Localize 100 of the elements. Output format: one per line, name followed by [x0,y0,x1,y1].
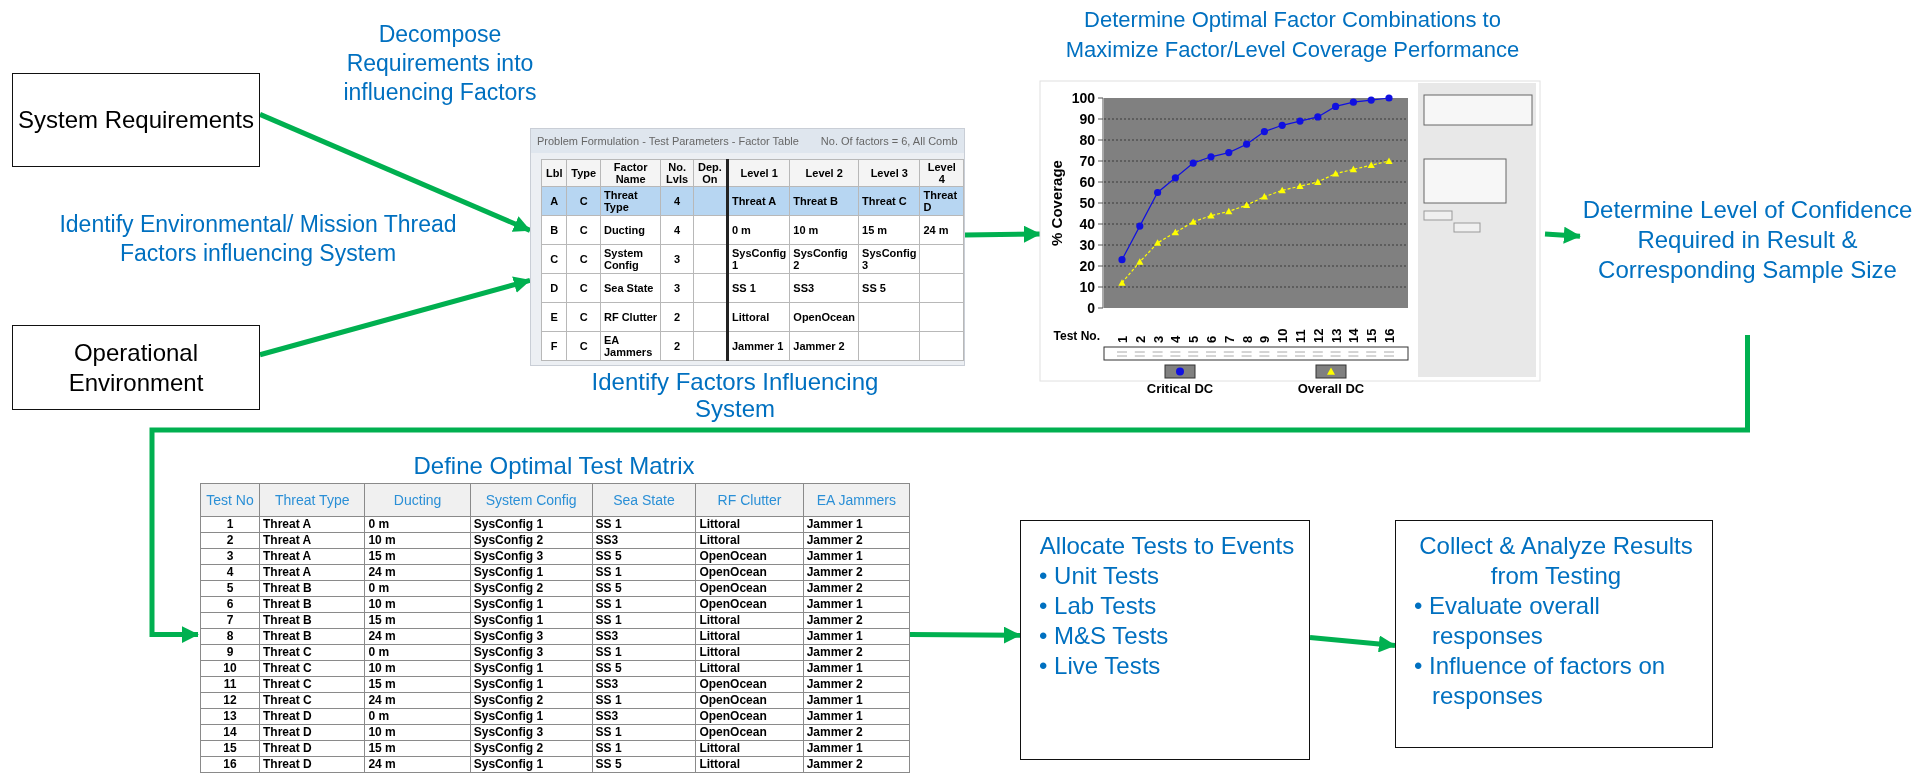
arrow [259,112,531,233]
table-cell: Jammer 2 [803,644,910,661]
point [1225,149,1233,157]
table-cell: 11 [200,676,260,693]
point [1349,165,1357,173]
tick-label: 1 [1115,335,1130,343]
table-cell: SysConfig 1 [470,612,593,629]
table-cell: Jammer 1 [803,692,910,709]
table-cell: SS 1 [592,644,696,661]
tick-label: 3 [1150,335,1166,343]
table-cell: SS 1 [592,692,696,709]
table-cell: 10 m [364,660,471,677]
table-cell: 5 [200,580,260,597]
table-cell: SS 1 [592,516,696,533]
table-cell: Jammer 2 [803,612,910,629]
table-cell: SS 5 [592,756,696,773]
arrow [910,626,1021,644]
table-cell: SS3 [592,628,696,645]
table-cell: C [541,244,567,274]
legend-label: Critical DC [1146,381,1214,396]
tick-label: 100 [1071,90,1095,106]
table-cell: SysConfig 3 [470,724,593,741]
list-item: • M&S Tests [1038,621,1170,651]
list-item: • Evaluate overall responses [1413,591,1601,651]
table-cell: OpenOcean [695,580,804,597]
table-cell: B [541,215,567,245]
table-cell: SysConfig 1 [727,244,790,274]
table-cell: Littoral [727,302,790,332]
table-cell: SS3 [592,532,696,549]
table-cell: Littoral [695,660,804,677]
tick-label: 9 [1257,335,1273,343]
table-cell: System Config [600,244,661,274]
column-header: System Config [470,483,593,517]
point [1154,239,1162,246]
table-cell: OpenOcean [789,302,859,332]
table-cell: 24 m [364,692,471,709]
column-header: Test No [200,483,260,517]
table-cell: 15 m [364,740,471,757]
table-cell: 16 [200,756,260,773]
table-cell: 1 [200,516,260,533]
table-cell: 10 m [789,215,859,245]
table-cell: Littoral [695,644,804,661]
table-cell: Threat D [259,740,365,757]
table-cell: 9 [200,644,260,661]
table-cell: Threat C [259,644,365,661]
table-cell: Threat D [259,708,365,725]
table-cell: Threat Type [600,186,661,216]
table-cell: 10 m [364,724,471,741]
tick-label: 14 [1346,328,1362,343]
arrow [964,225,1041,243]
table-cell: Jammer 1 [803,708,910,725]
tick-label: 0 [1087,300,1095,316]
table-cell: 12 [200,692,260,709]
table-cell: Jammer 2 [789,331,859,361]
table-cell: Littoral [695,740,804,757]
process-box [1020,520,1310,760]
tick-label: 12 [1310,328,1326,343]
arrow [1544,226,1581,244]
table-cell: SysConfig 2 [470,532,593,549]
table-cell: Threat A [259,516,365,533]
tick-label: 20 [1079,258,1095,274]
table-cell: SS3 [592,676,696,693]
column-header: No. Lvls [660,159,694,187]
window-title: Problem Formulation - Test Parameters - Factor Table [537,135,799,147]
point [1367,96,1375,104]
point [1171,228,1179,236]
table-cell: Threat C [259,660,365,677]
table-cell: SysConfig 1 [470,596,593,613]
table-cell: SS3 [789,273,859,303]
arrow [259,276,531,358]
table-cell: Littoral [695,612,804,629]
table-cell: Jammer 2 [803,564,910,581]
table-cell: OpenOcean [695,692,804,709]
table-cell: 10 m [364,532,471,549]
table-cell: 0 m [364,644,471,661]
table-cell: Jammer 2 [803,756,910,773]
table-cell: OpenOcean [695,708,804,725]
table-cell: Sea State [600,273,661,303]
point [1367,161,1375,169]
box-heading: Collect & Analyze Results from Testing [1418,531,1694,591]
table-cell: RF Clutter [600,302,661,332]
table-cell: 0 m [727,215,790,245]
tick-label: 6 [1204,335,1219,343]
point [1296,182,1304,190]
table-cell: SysConfig 1 [470,708,593,725]
tick-label: 13 [1328,328,1344,343]
point [1385,94,1393,102]
table-cell: OpenOcean [695,724,804,741]
point [1314,113,1322,121]
axis-title: Test No. [1053,329,1100,343]
table-cell: Jammer 2 [803,532,910,549]
table-cell: Littoral [695,756,804,773]
process-box: System Requirements [12,73,260,167]
table-cell: Threat A [727,186,790,216]
column-header: Level 2 [789,159,859,187]
point [1243,140,1251,148]
tick-label: 2 [1132,335,1148,343]
arrow [1309,635,1396,653]
column-header: Threat Type [259,483,365,517]
table-cell: F [541,331,567,361]
